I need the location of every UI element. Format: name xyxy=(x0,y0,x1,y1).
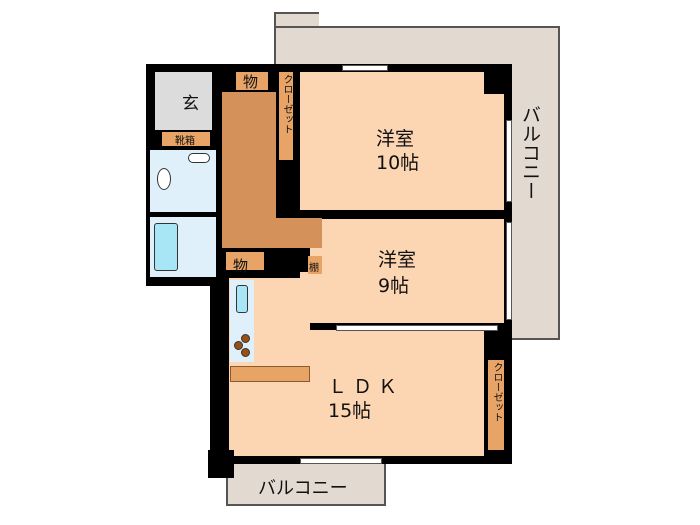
western-room-9 xyxy=(310,219,504,323)
ldk-name: ＬＤＫ xyxy=(328,376,404,398)
corner-pillar xyxy=(208,450,234,478)
entrance xyxy=(155,72,212,130)
storage-bottom xyxy=(226,252,264,270)
pillar xyxy=(484,64,512,94)
closet-1-label: クローゼット xyxy=(281,74,292,134)
window-room10-right xyxy=(506,120,512,202)
corner-pillar-right xyxy=(484,450,512,464)
kitchen-counter xyxy=(230,366,310,382)
shoe-box xyxy=(162,132,210,146)
window-room10-top xyxy=(342,65,388,71)
shoe-box-label: 靴箱 xyxy=(175,136,195,147)
window-room9-bottom xyxy=(336,325,498,331)
balcony-right-label: バルコニー xyxy=(519,105,541,200)
balcony-bottom-label: バルコニー xyxy=(258,478,348,499)
western-room-10 xyxy=(300,72,504,210)
stove-icon xyxy=(234,334,252,358)
western-room-10-name: 洋室 xyxy=(376,128,415,150)
entrance-label: 玄 xyxy=(182,94,199,114)
window-room9-right xyxy=(506,222,512,320)
bathtub-icon xyxy=(154,223,178,271)
window-ldk-bottom xyxy=(300,458,382,464)
closet-2-label: クローゼット xyxy=(491,362,502,422)
western-room-10-size: 10帖 xyxy=(376,152,420,174)
ldk-room-main xyxy=(229,330,484,456)
closet-1 xyxy=(279,72,293,160)
shelf-label: 棚 xyxy=(309,263,319,274)
toilet-icon xyxy=(157,168,171,190)
shelf xyxy=(308,256,322,274)
western-room-9-size: 9帖 xyxy=(378,275,410,297)
storage-top-label: 物 xyxy=(243,73,259,91)
entry-nook xyxy=(300,272,312,284)
hallway-lower xyxy=(222,218,322,248)
storage-top xyxy=(236,72,268,90)
western-room-9-name: 洋室 xyxy=(378,249,417,271)
washbasin-icon xyxy=(188,153,210,163)
closet-2 xyxy=(488,360,504,450)
ldk-size: 15帖 xyxy=(328,400,372,422)
sink-icon xyxy=(236,285,248,313)
storage-bottom-label: 物 xyxy=(233,257,249,275)
